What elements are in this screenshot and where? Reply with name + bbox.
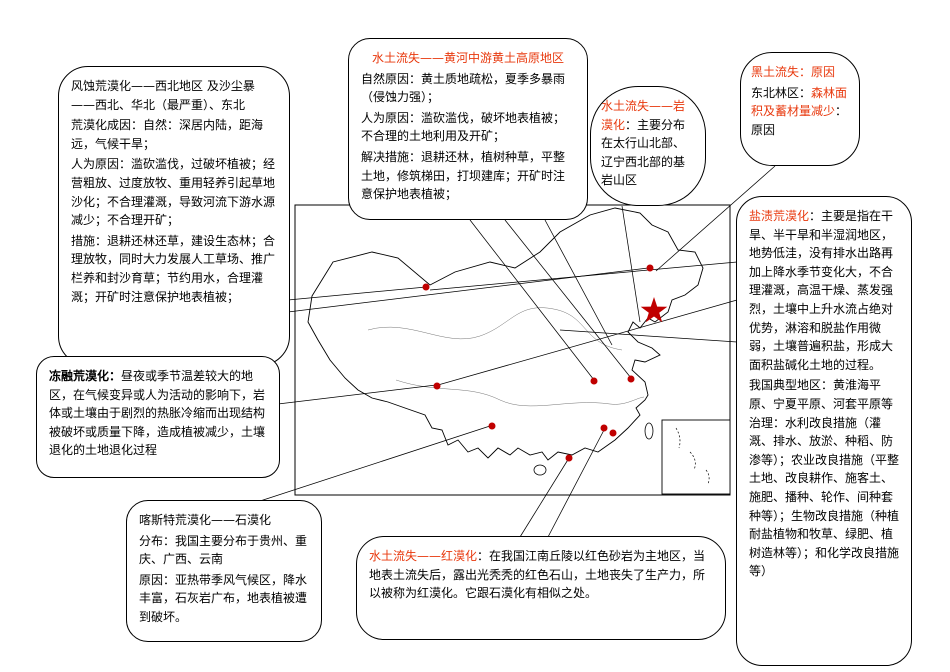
connector-line [547,429,605,538]
bubble-red-desertification: 水土流失——红漠化：在我国江南丘陵以红色砂岩为主地区，当地表土流失后，露出光秃秃… [356,536,726,640]
bubble-title: 黑土流失：原因 [751,65,836,79]
map-marker-dot [600,424,608,432]
map-marker-dot [590,377,598,385]
map-marker-dot [488,422,496,430]
connector-lines [256,165,776,538]
bubble-text: 东北林区：森林面积及蓄材量减少：原因 [751,84,849,140]
bubble-body: ：原因 [751,104,848,137]
connector-line [277,384,437,405]
bubble-karst-stone-desertification: 喀斯特荒漠化——石漠化 分布：我国主要分布于贵州、重庆、广西、云南 原因：亚热带… [126,500,322,642]
connector-line [429,261,738,291]
map-marker-dot [609,429,617,437]
connector-line [519,457,570,538]
connector-line [287,267,649,313]
bubble-title: 盐渍荒漠化 [749,209,810,223]
map-marker-dot [433,382,441,390]
map-marker-dot [627,375,635,383]
bubble-text: 人为原因：滥砍滥伐，过破坏植被；经营粗放、过度放牧、重用轻养引起草地沙化；不合理… [71,157,276,228]
bubble-text: 风蚀荒漠化——西北地区 及沙尘暴——西北、华北（最严重）、东北 [71,79,255,112]
bubble-body-highlight: 森林面积及蓄材量减少 [751,85,848,119]
bubble-text: 水土流失——岩漠化：主要分布在太行山北部、辽宁西北部的基岩山区 [601,97,695,190]
south-china-sea-inset [661,419,731,495]
inset-islands [675,427,710,485]
bubble-text: 冻融荒漠化：昼夜或季节温差较大的地区，在气候变异或人为活动的影响下，岩体或土壤由… [49,367,267,460]
bubble-wind-erosion-desertification: 风蚀荒漠化——西北地区 及沙尘暴——西北、华北（最严重）、东北 荒漠化成因：自然… [58,66,290,366]
bubble-text: 人为原因：滥砍滥伐，破坏地表植被；不合理的土地利用及开矿； [361,110,566,144]
bubble-text: 措施：退耕还林还草，建设生态林；合理放牧，同时大力发展人工草场、推广栏养和封沙育… [71,233,276,304]
bubble-text: 荒漠化成因：自然：深居内陆，距海远，气候干旱； [71,118,264,151]
bubble-text: 解决措施：退耕还林，植树种草，平整土地，修筑梯田，打坝建库；开矿时注意保护地表植… [361,149,566,202]
connector-line [469,219,595,381]
bubble-text: 盐渍荒漠化：主要是指在干旱、半干旱和半湿润地区，地势低洼，没有排水出路再加上降水… [749,207,899,374]
taiwan-island [644,422,654,440]
connector-line [621,205,641,323]
bubble-text: 自然原因：黄土质地疏松，夏季多暴雨（侵蚀力强）； [361,71,566,105]
bubble-saline-alkaline-desertification: 盐渍荒漠化：主要是指在干旱、半干旱和半湿润地区，地势低洼，没有排水出路再加上降水… [736,196,912,666]
beijing-star-marker [640,297,668,323]
connector-line [655,165,776,272]
connector-line [504,219,632,379]
bubble-title: 水土流失——黄河中游黄土高原地区 [371,51,564,65]
map-marker-dot [565,454,573,462]
bubble-body: ：主要分布在太行山北部、辽宁西北部的基岩山区 [601,117,686,188]
bubble-body: 东北林区： [751,85,812,100]
bubble-loess-plateau-soil-erosion: 水土流失——黄河中游黄土高原地区 自然原因：黄土质地疏松，夏季多暴雨（侵蚀力强）… [348,38,588,220]
bubble-body: ：主要是指在干旱、半干旱和半湿润地区，地势低洼，没有排水出路再加上降水季节变化大… [749,209,894,372]
bubble-title: 水土流失——岩漠化 [601,99,686,132]
bubble-black-soil-loss: 黑土流失：原因 东北林区：森林面积及蓄材量减少：原因 [740,52,860,166]
map-markers [422,264,668,462]
bubble-rock-desertification: 水土流失——岩漠化：主要分布在太行山北部、辽宁西北部的基岩山区 [590,86,706,206]
bubble-text: 水土流失——红漠化：在我国江南丘陵以红色砂岩为主地区，当地表土流失后，露出光秃秃… [369,547,713,603]
map-marker-dot [422,283,430,291]
bubble-text: 分布：我国主要分布于贵州、重庆、广西、云南 [139,533,308,567]
yellow-river [367,307,623,351]
map-marker-dot [646,264,654,272]
hainan-island [533,464,547,476]
connector-line [437,299,738,386]
connector-line [256,425,491,503]
bubble-title: 水土流失——红漠化 [369,549,478,563]
bubble-text: 原因：亚热带季风气候区，降水丰富，石灰岩广布，地表植被遭到破坏。 [139,572,308,624]
china-outline [307,207,704,461]
connector-line [544,219,613,346]
connector-line [559,329,738,343]
bubble-title: 冻融荒漠化： [49,369,122,383]
bubble-text: 我国典型地区：黄淮海平原、宁夏平原、河套平原等 治理：水利改良措施（灌溉、排水、… [749,378,900,579]
bubble-title: 喀斯特荒漠化——石漠化 [139,513,272,527]
bubble-body: 昼夜或季节温差较大的地区，在气候变异或人为活动的影响下，岩体或土壤由于剧烈的热胀… [49,369,266,458]
yangtze-river [395,379,645,407]
connector-line [287,286,427,301]
bubble-body: ：在我国江南丘陵以红色砂岩为主地区，当地表土流失后，露出光秃秃的红色石山，土地丧… [369,549,706,601]
bubble-freeze-thaw-desertification: 冻融荒漠化：昼夜或季节温差较大的地区，在气候变异或人为活动的影响下，岩体或土壤由… [36,356,280,478]
